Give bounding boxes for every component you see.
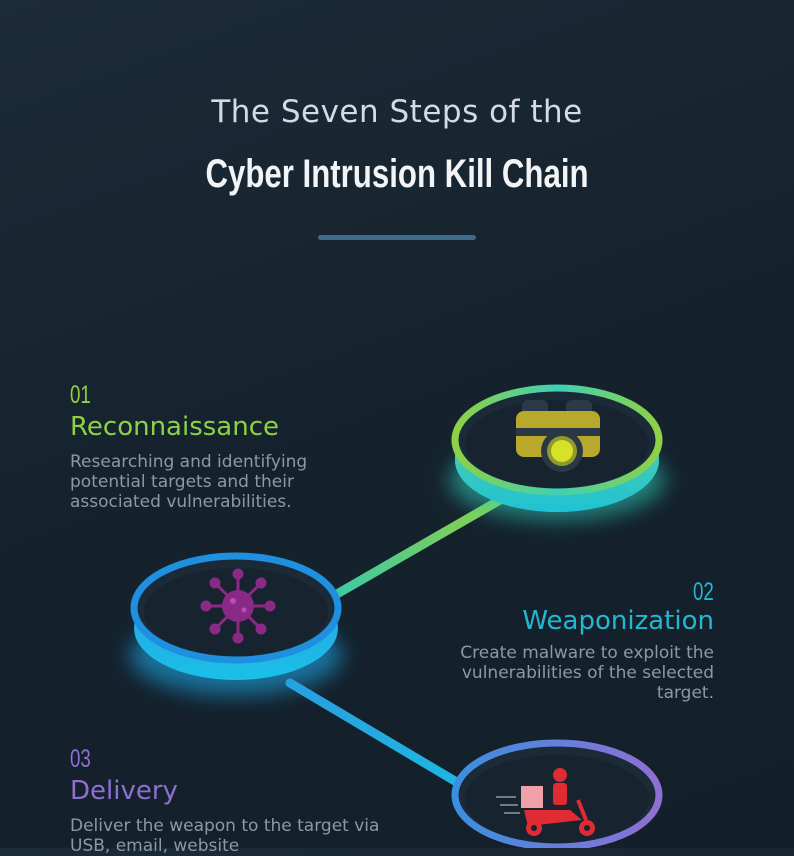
delivery-scooter-icon (496, 768, 595, 836)
virus-icon (200, 568, 276, 644)
step-3-name: Delivery (70, 776, 178, 806)
step-2-number: 02 (693, 578, 714, 606)
step-2-description: Create malware to exploit the vulnerabil… (460, 643, 714, 703)
title-divider (318, 235, 476, 240)
binoculars-icon (516, 400, 600, 472)
page-title: Cyber Intrusion Kill Chain (205, 152, 589, 196)
connector-2-3 (285, 678, 475, 795)
step-1-name: Reconnaissance (70, 412, 280, 442)
step-3-number: 03 (70, 745, 91, 773)
step-2-platform (130, 552, 342, 695)
step-2-name: Weaponization (522, 606, 714, 636)
step-3-description: Deliver the weapon to the target via USB… (70, 816, 380, 856)
page-subtitle: The Seven Steps of the (211, 94, 583, 130)
connector-1-2 (325, 495, 505, 603)
step-1-description: Researching and identifying potential ta… (70, 452, 308, 512)
step-1-number: 01 (70, 381, 91, 409)
